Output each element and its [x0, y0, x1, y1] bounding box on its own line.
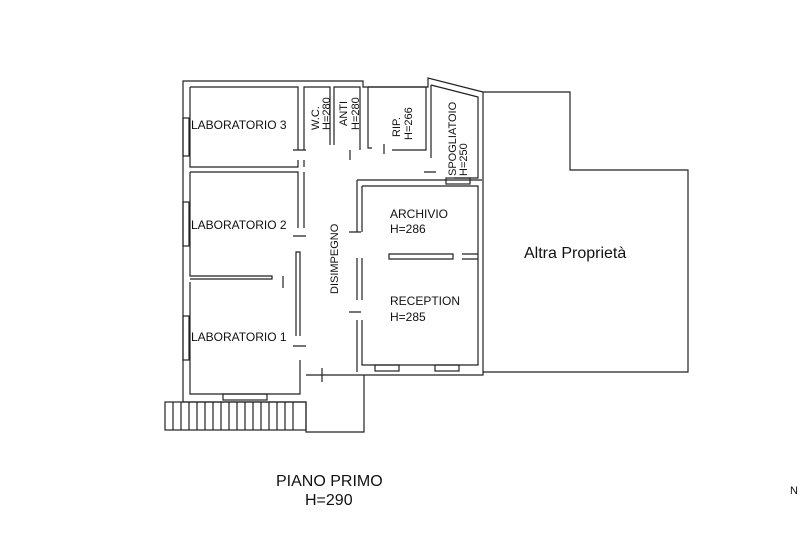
- floor-height: H=290: [305, 492, 353, 509]
- label-rip: RIP.: [391, 117, 403, 137]
- label-wc-h: H=280: [321, 97, 333, 130]
- label-anti: ANTI: [338, 101, 350, 126]
- staircase: [164, 401, 307, 431]
- label-archivio: ARCHIVIO: [390, 207, 448, 221]
- label-anti-h: H=280: [350, 97, 362, 130]
- label-spogliatoio: SPOGLIATOIO: [447, 101, 459, 176]
- altra-proprieta-outline: [483, 91, 689, 373]
- label-wc: W.C.: [310, 106, 322, 130]
- label-lab3: LABORATORIO 3: [191, 118, 287, 132]
- label-reception: RECEPTION: [390, 294, 460, 308]
- floor-title: PIANO PRIMO: [276, 473, 383, 490]
- label-lab1: LABORATORIO 1: [191, 330, 287, 344]
- label-spogliatoio-h: H=250: [458, 143, 470, 176]
- label-lab2: LABORATORIO 2: [191, 218, 287, 232]
- label-reception-h: H=285: [390, 310, 426, 324]
- edge-text: N: [790, 485, 798, 497]
- label-altra-proprieta: Altra Proprietà: [524, 245, 626, 262]
- label-disimpegno: DISIMPEGNO: [329, 223, 341, 294]
- label-rip-h: H=266: [403, 107, 415, 140]
- label-archivio-h: H=286: [390, 222, 426, 236]
- walls: [182, 77, 484, 433]
